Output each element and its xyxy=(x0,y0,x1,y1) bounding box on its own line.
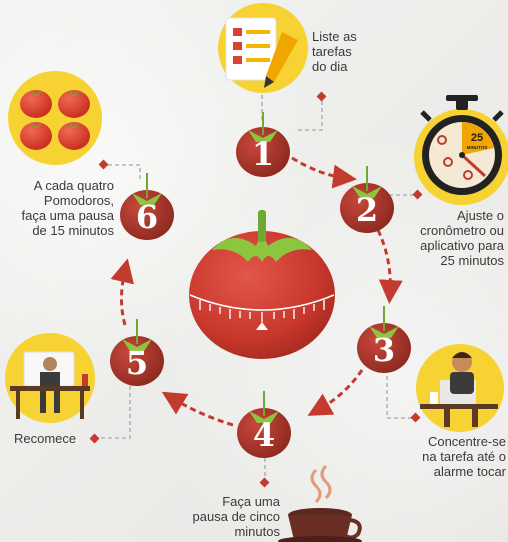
arrow-5-to-6 xyxy=(110,258,134,326)
four-tomatoes-icon xyxy=(8,71,102,165)
step-5-text: Recomece xyxy=(14,431,77,446)
step-number-2: 2 xyxy=(356,191,378,229)
step-tomato-2: 2 xyxy=(340,166,394,233)
timer-unit: MINUTOS xyxy=(467,145,488,150)
step-6-text: A cada quatro Pomodoros, faça uma pausa … xyxy=(21,178,114,238)
step-3-text: Concentre-se na tarefa até o alarme toca… xyxy=(422,434,506,479)
arrow-3-to-4 xyxy=(307,369,364,416)
cycle-arrows xyxy=(110,156,403,427)
arrow-1-to-2 xyxy=(291,156,357,189)
step-tomato-5: 5 xyxy=(110,319,164,386)
step-2-text: Ajuste o cronômetro ou aplicativo para 2… xyxy=(420,208,504,268)
connector-1-label xyxy=(298,98,323,131)
step-number-5: 5 xyxy=(126,344,148,382)
stopwatch-icon xyxy=(414,95,508,205)
step-number-3: 3 xyxy=(373,331,395,369)
checklist-icon xyxy=(218,3,308,93)
step-number-1: 1 xyxy=(252,135,274,173)
connector-diamonds xyxy=(89,91,423,488)
timer-value: 25 xyxy=(471,132,483,144)
arrow-2-to-3 xyxy=(376,229,403,304)
step-tomato-4: 4 xyxy=(237,391,291,458)
step-tomatoes: 1 2 3 4 5 6 xyxy=(110,112,411,458)
step-number-4: 4 xyxy=(253,416,275,454)
step-4-text: Faça uma pausa de cinco minutos xyxy=(192,494,280,539)
computer-desk-icon xyxy=(5,333,95,423)
connector-6 xyxy=(108,164,141,182)
arrow-4-to-5 xyxy=(161,391,234,427)
step-tomato-3: 3 xyxy=(357,306,411,373)
central-tomato-timer xyxy=(189,210,335,359)
step-1-text: Liste as tarefas do dia xyxy=(312,29,357,74)
step-tomato-1: 1 xyxy=(236,112,290,177)
step-tomato-6: 6 xyxy=(120,173,174,240)
person-working-icon xyxy=(416,344,504,432)
step-number-6: 6 xyxy=(136,198,158,236)
connector-3 xyxy=(386,362,418,419)
coffee-cup-icon xyxy=(278,464,362,542)
connector-5 xyxy=(98,372,131,439)
